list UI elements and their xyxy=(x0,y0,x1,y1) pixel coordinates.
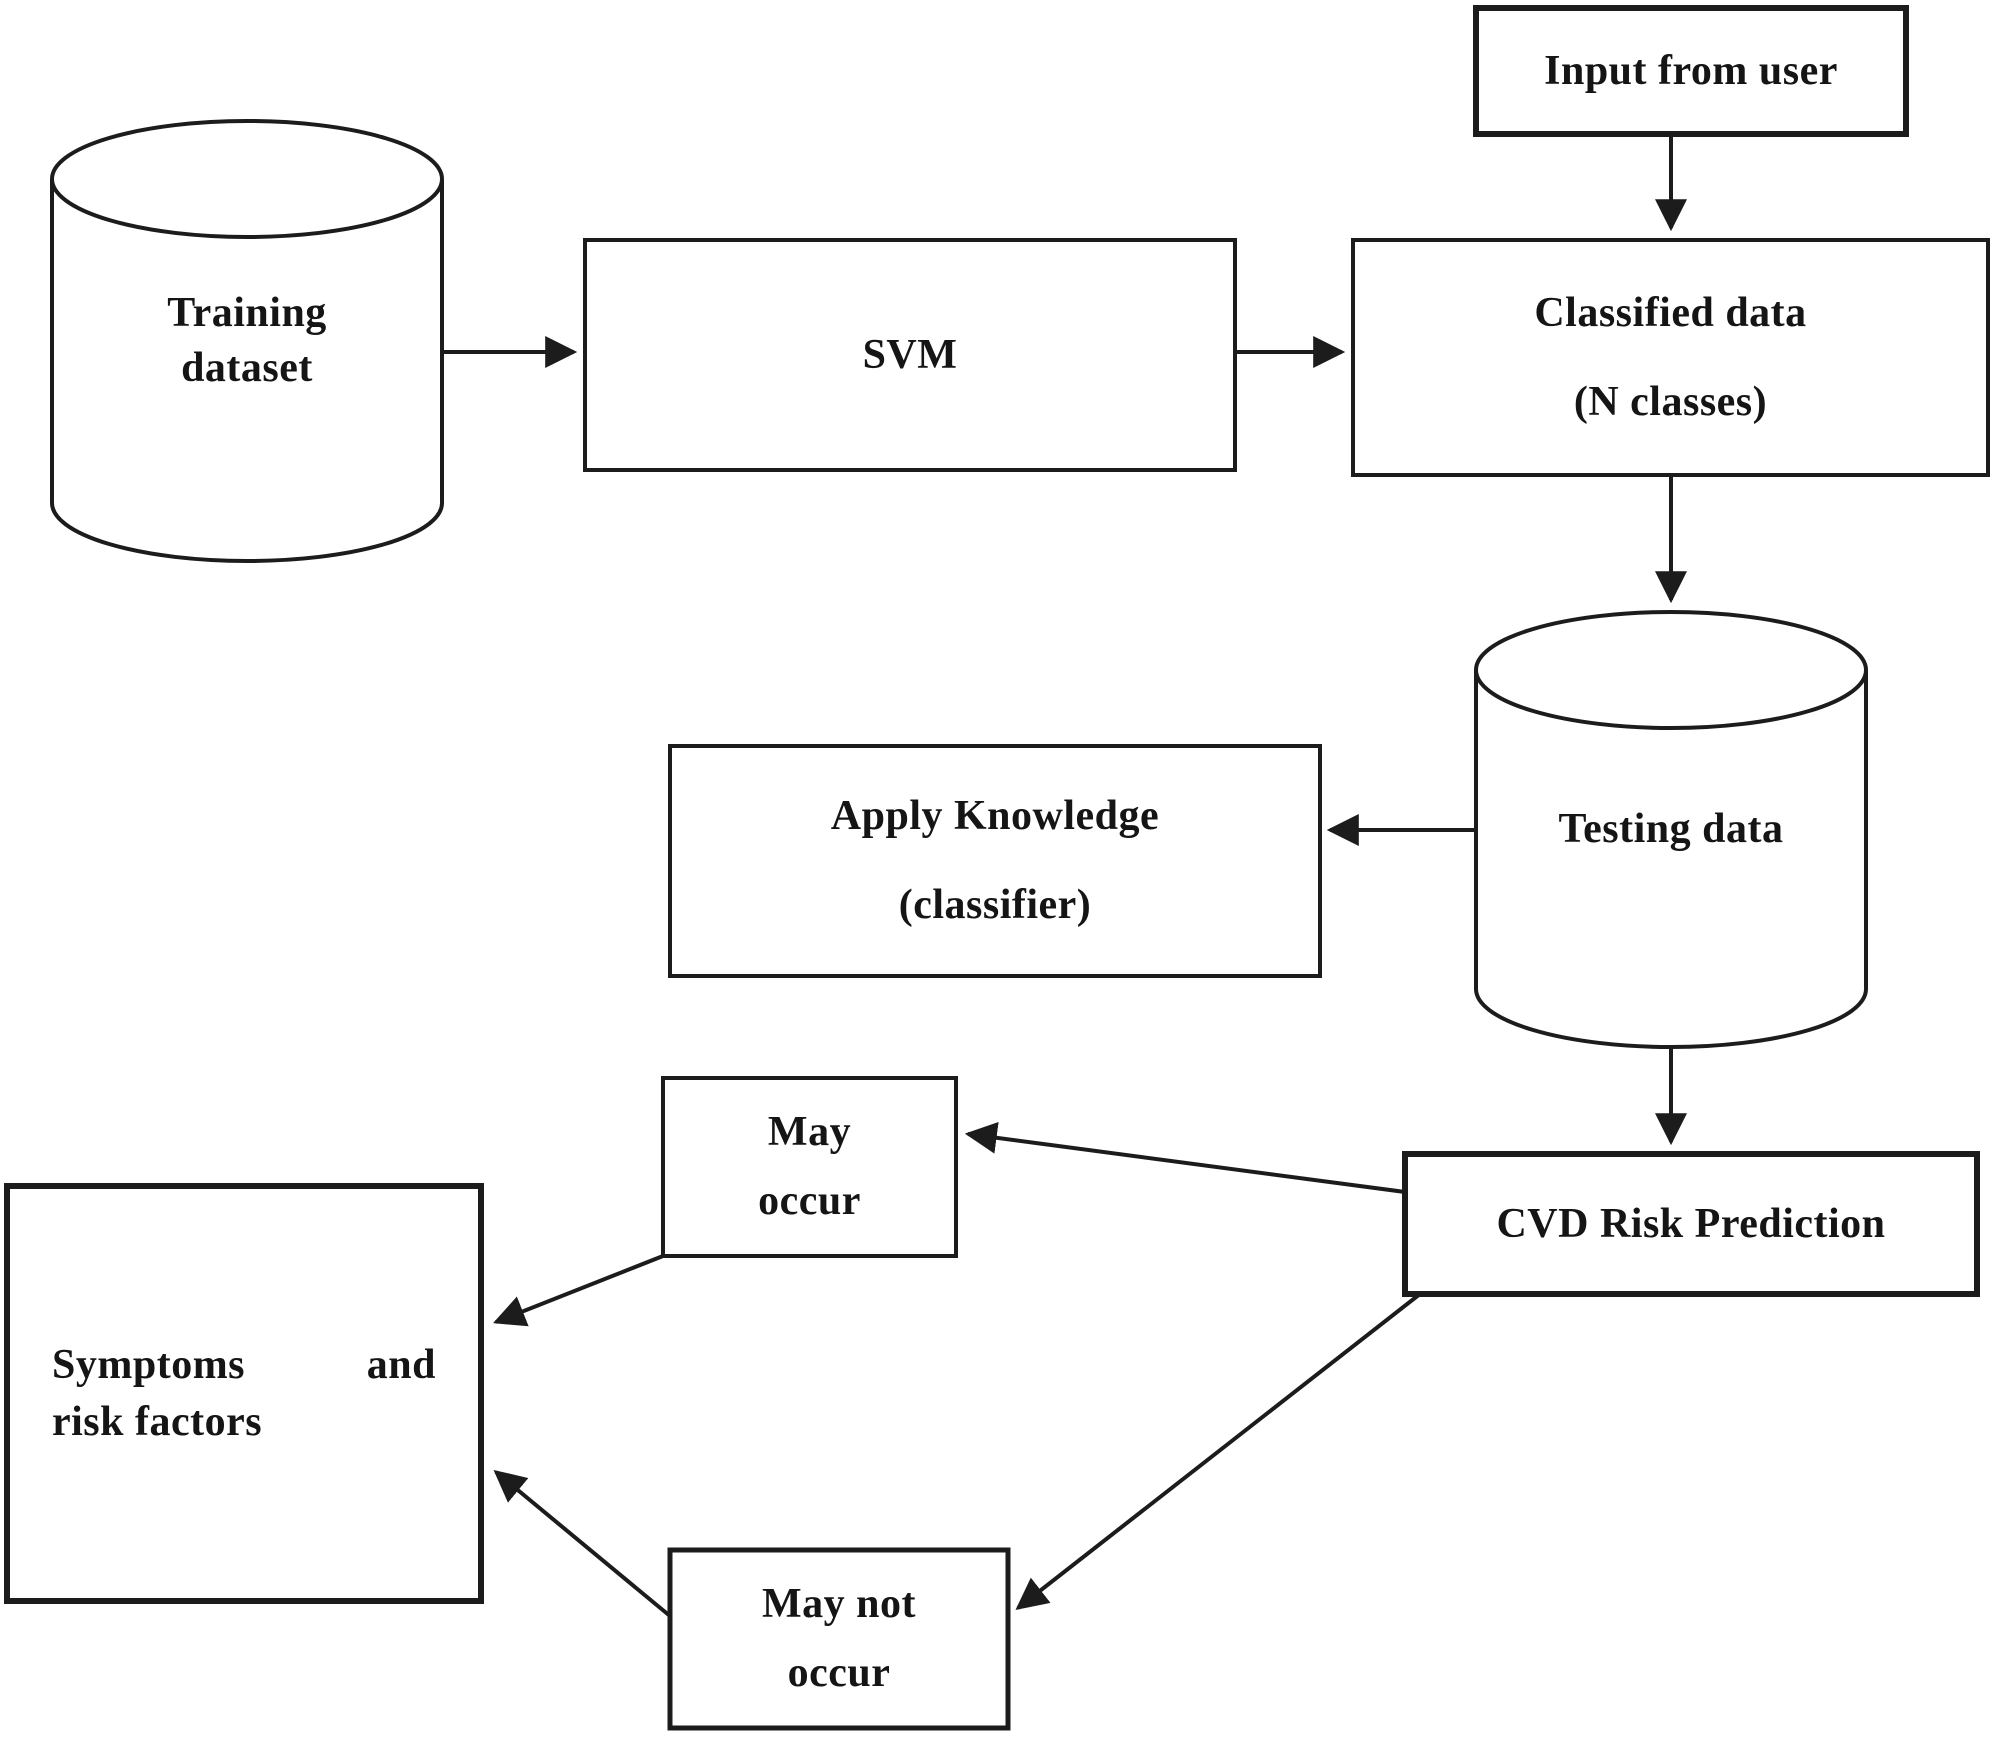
classified-data-line2: (N classes) xyxy=(1573,378,1768,425)
input-from-user-text: Input from user xyxy=(1544,47,1838,94)
may-not-occur-line1: May not xyxy=(762,1580,916,1627)
svm-text: SVM xyxy=(862,331,958,378)
may-not-occur-label: May not occur xyxy=(670,1550,1008,1728)
training-dataset-line2: dataset xyxy=(181,345,313,391)
symptoms-line2: risk factors xyxy=(52,1398,263,1445)
training-dataset-cylinder xyxy=(50,119,444,563)
arrow-cvd-to-may-occur xyxy=(964,1121,1406,1194)
cvd-risk-prediction-box xyxy=(1402,1151,1980,1297)
testing-data-cylinder xyxy=(1474,610,1868,1049)
may-not-occur-box xyxy=(667,1547,1011,1731)
classified-data-line1: Classified data xyxy=(1534,289,1807,336)
may-occur-line1: May xyxy=(767,1108,852,1155)
apply-knowledge-label: Apply Knowledge (classifier) xyxy=(670,746,1320,976)
apply-knowledge-line2: (classifier) xyxy=(898,882,1092,928)
testing-data-text: Testing data xyxy=(1558,806,1784,853)
symptoms-line1: Symptoms and xyxy=(52,1337,436,1394)
arrow-may-not-occur-to-symptoms xyxy=(493,1469,672,1618)
classified-data-label: Classified data (N classes) xyxy=(1353,240,1988,475)
may-not-occur-line2: occur xyxy=(787,1650,891,1696)
testing-data-label: Testing data xyxy=(1476,670,1866,989)
arrow-cvd-to-may-not-occur xyxy=(1015,1292,1422,1610)
input-from-user-label: Input from user xyxy=(1476,8,1906,134)
training-dataset-line1: Training xyxy=(167,290,327,337)
and-word: and xyxy=(366,1341,436,1388)
arrow-may-occur-to-symptoms xyxy=(493,1254,664,1327)
apply-knowledge-box xyxy=(668,744,1322,978)
may-occur-label: May occur xyxy=(663,1078,956,1256)
svm-box xyxy=(583,238,1237,472)
symptoms-risk-factors-label: Symptoms and risk factors xyxy=(7,1186,481,1601)
classified-data-box xyxy=(1351,238,1990,477)
may-occur-line2: occur xyxy=(758,1178,861,1224)
svm-label: SVM xyxy=(585,240,1235,470)
symptoms-risk-factors-box xyxy=(4,1183,484,1604)
training-dataset-label: Training dataset xyxy=(52,179,442,503)
may-occur-box xyxy=(661,1076,958,1258)
cvd-risk-prediction-text: CVD Risk Prediction xyxy=(1496,1200,1886,1247)
cvd-risk-prediction-label: CVD Risk Prediction xyxy=(1405,1154,1977,1294)
input-from-user-box xyxy=(1473,5,1909,137)
apply-knowledge-line1: Apply Knowledge xyxy=(830,793,1160,840)
symptoms-word: Symptoms xyxy=(52,1341,246,1388)
